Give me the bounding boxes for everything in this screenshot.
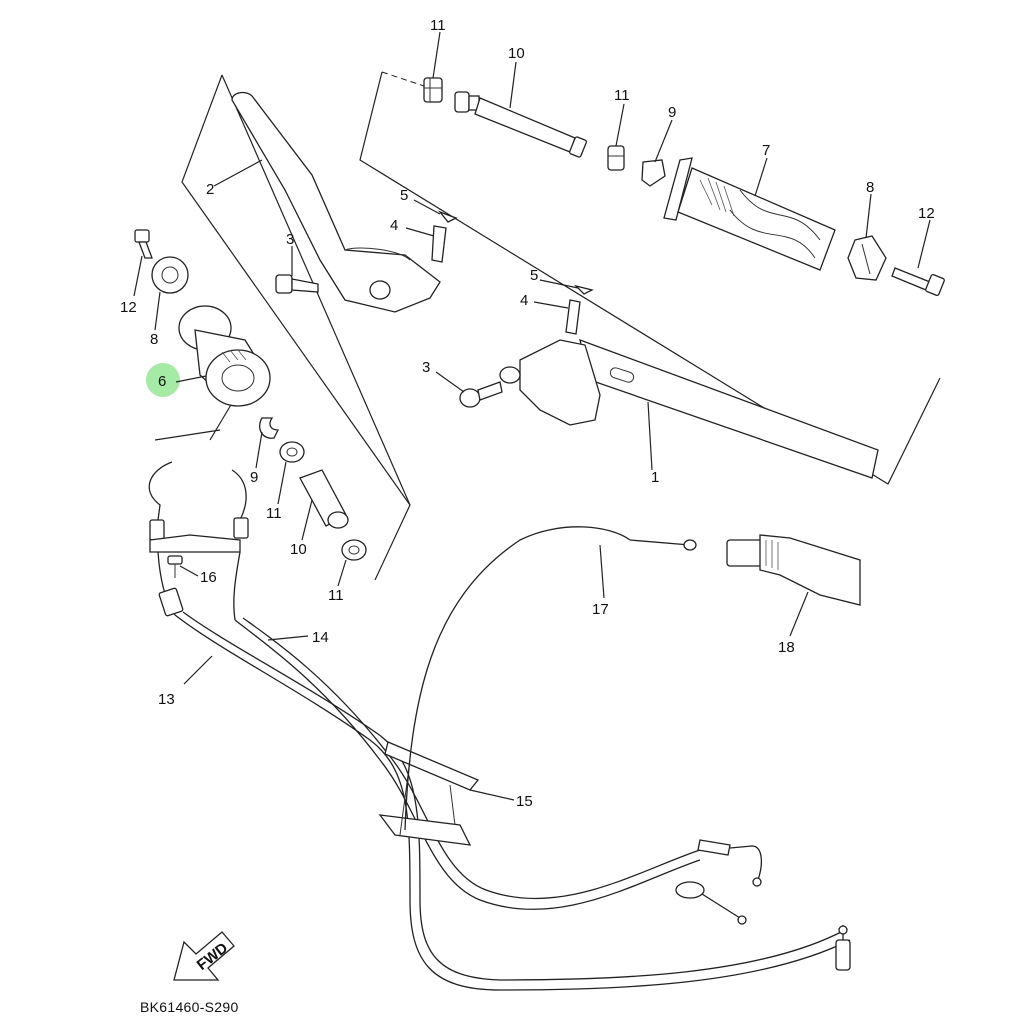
fwd-arrow: FWD — [173, 931, 235, 981]
part-15-bracket — [378, 741, 480, 846]
callout-3-left: 3 — [286, 231, 294, 248]
callout-8-left: 8 — [150, 331, 158, 348]
callout-1: 1 — [651, 469, 659, 486]
callout-6: 6 — [158, 373, 166, 390]
callout-11-top-left: 11 — [430, 17, 446, 34]
part-4-bolt-left — [431, 225, 447, 263]
callout-labels: 11 10 11 9 7 8 12 2 5 4 3 5 4 3 1 12 8 6… — [120, 17, 935, 810]
callout-5-left: 5 — [400, 187, 408, 204]
callout-8-right: 8 — [866, 179, 874, 196]
callout-5-right: 5 — [530, 267, 538, 284]
callout-17: 17 — [592, 601, 609, 618]
part-18-choke-lever — [726, 534, 861, 606]
part-6-throttle-grip — [178, 305, 271, 407]
callout-4-left: 4 — [390, 217, 398, 234]
part-10-spacer-top — [454, 91, 587, 158]
part-4-bolt-right — [565, 299, 581, 335]
callout-13: 13 — [158, 691, 175, 708]
callout-3-right: 3 — [422, 359, 430, 376]
part-12-bolt-right — [891, 267, 945, 297]
callout-4-right: 4 — [520, 292, 528, 309]
callout-10-top: 10 — [508, 45, 525, 62]
right-group-outline — [359, 71, 941, 485]
right-group-dash — [381, 71, 431, 89]
callout-2: 2 — [206, 181, 214, 198]
callout-11-left-upper: 11 — [266, 505, 282, 522]
selected-part-highlight — [146, 363, 180, 397]
part-7-grip — [663, 157, 836, 271]
cable-ends — [675, 839, 851, 971]
part-3-bolt-left — [275, 274, 319, 294]
part-16-screw — [167, 555, 183, 578]
part-11-nut-top-right — [607, 145, 625, 171]
callout-18: 18 — [778, 639, 795, 656]
callout-9-top: 9 — [668, 104, 676, 121]
part-8-end-weight-right — [847, 235, 887, 281]
callout-11-left-lower: 11 — [328, 587, 344, 604]
part-5-washer-right — [573, 284, 594, 295]
callout-12-left: 12 — [120, 299, 137, 316]
part-10-spacer-left — [299, 469, 349, 529]
part-1-handlebar-right — [499, 338, 879, 479]
callout-7: 7 — [762, 142, 770, 159]
callout-12-right: 12 — [918, 205, 935, 222]
part-11-nut-left-upper — [279, 441, 305, 463]
callout-9-left: 9 — [250, 469, 258, 486]
part-11-nut-left-lower — [341, 539, 367, 561]
callout-10-left: 10 — [290, 541, 307, 558]
part-9-clip-top — [641, 159, 666, 187]
throttle-cables — [148, 461, 851, 991]
callout-14: 14 — [312, 629, 329, 646]
callout-11-top-right: 11 — [614, 87, 630, 104]
part-3-bolt-right — [459, 381, 503, 408]
diagram-code: BK61460-S290 — [140, 999, 239, 1015]
left-group-tick-a — [154, 429, 221, 441]
part-5-washer-left — [438, 210, 458, 223]
part-11-nut-top-left — [423, 77, 443, 103]
callout-15: 15 — [516, 793, 533, 810]
part-12-bolt-left — [134, 229, 153, 259]
part-9-clip-left — [259, 417, 280, 439]
part-17-choke-cable — [404, 526, 697, 831]
callout-16: 16 — [200, 569, 217, 586]
leader-lines — [133, 31, 931, 801]
part-8-end-weight-left — [151, 256, 189, 294]
part-2-handlebar-left — [231, 91, 441, 313]
